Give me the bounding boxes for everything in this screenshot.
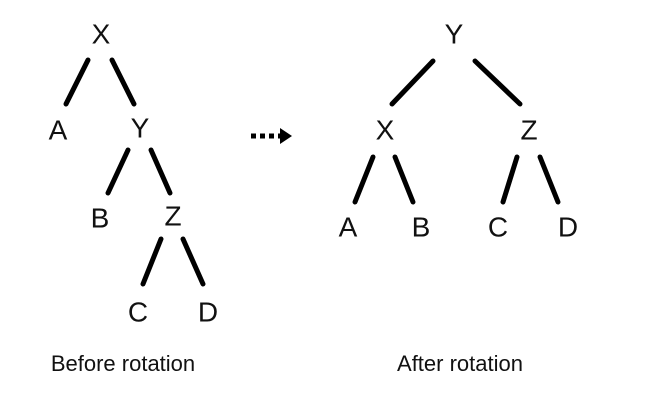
before-node-c: C: [128, 296, 148, 327]
before-tree: X A Y B Z C D Before rotation: [49, 18, 218, 375]
before-edge-z-c: [140, 236, 164, 287]
after-tree: Y X Z A B C D After rotation: [339, 18, 578, 375]
after-node-d: D: [558, 211, 578, 242]
after-caption: After rotation: [397, 351, 523, 376]
after-edge-x-a: [352, 154, 376, 205]
after-edge-z-d: [537, 154, 561, 205]
after-node-x: X: [376, 114, 395, 145]
before-edge-z-d: [180, 236, 206, 287]
before-edge-y-b: [105, 147, 131, 196]
after-edge-z-c: [500, 154, 520, 205]
before-caption: Before rotation: [51, 351, 195, 376]
after-edge-y-z: [472, 58, 523, 107]
before-node-z: Z: [164, 200, 181, 231]
before-node-a: A: [49, 114, 68, 145]
before-edge-y-z: [148, 147, 173, 196]
after-node-y: Y: [445, 18, 464, 49]
after-node-z: Z: [520, 114, 537, 145]
before-edge-x-a: [63, 57, 91, 107]
before-node-b: B: [91, 202, 110, 233]
after-node-a: A: [339, 211, 358, 242]
after-edge-x-b: [392, 154, 416, 205]
after-node-b: B: [412, 211, 431, 242]
after-edge-y-x: [389, 58, 436, 107]
after-node-c: C: [488, 211, 508, 242]
before-node-x: X: [92, 18, 111, 49]
before-node-d: D: [198, 296, 218, 327]
rotation-arrow-icon: [251, 128, 292, 144]
before-node-y: Y: [131, 112, 150, 143]
before-edge-x-y: [109, 57, 137, 107]
